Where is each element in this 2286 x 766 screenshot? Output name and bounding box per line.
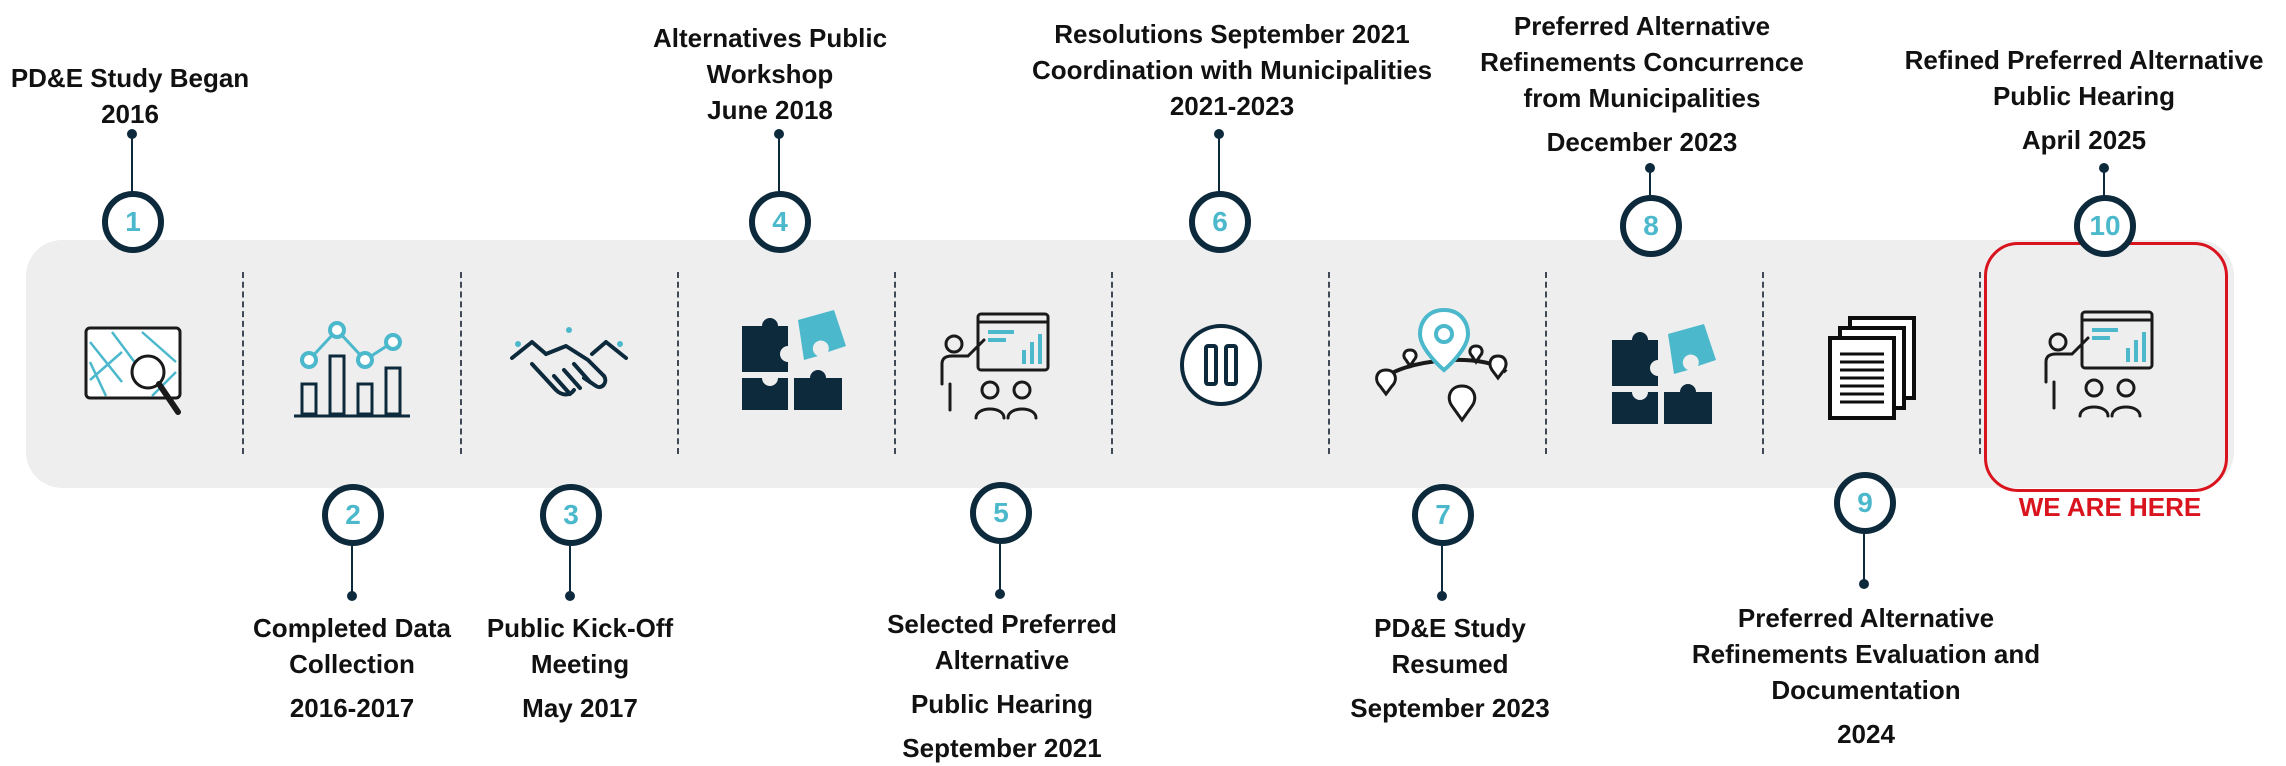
handshake-icon: [510, 327, 628, 397]
presentation-icon: [2044, 310, 2154, 418]
timeline-divider: [677, 272, 679, 454]
connector-line: [1218, 134, 1220, 192]
milestone-number-6: 6: [1189, 191, 1251, 253]
timeline-divider: [460, 272, 462, 454]
milestone-number-5: 5: [970, 482, 1032, 544]
milestone-number-4: 4: [749, 191, 811, 253]
connector-dot: [347, 591, 357, 601]
connector-line: [1649, 168, 1651, 196]
connector-line: [2103, 168, 2105, 196]
presentation-icon: [940, 312, 1050, 420]
connector-line: [131, 134, 133, 192]
milestone-number-1: 1: [102, 191, 164, 253]
connector-line: [778, 134, 780, 192]
connector-line: [1863, 534, 1865, 584]
puzzle-icon: [1612, 324, 1716, 424]
map-search-icon: [84, 326, 182, 415]
connector-line: [1441, 546, 1443, 596]
connector-line: [351, 546, 353, 596]
timeline-divider: [1762, 272, 1764, 454]
connector-dot: [1859, 579, 1869, 589]
timeline-divider: [242, 272, 244, 454]
documents-icon: [1828, 316, 1916, 420]
puzzle-icon: [742, 310, 846, 410]
we-are-here-label: WE ARE HERE: [2018, 492, 2202, 522]
timeline-divider: [1545, 272, 1547, 454]
bar-chart-icon: [294, 321, 410, 418]
timeline-divider: [1979, 272, 1981, 454]
timeline-divider: [894, 272, 896, 454]
milestone-number-7: 7: [1412, 484, 1474, 546]
connector-line: [569, 546, 571, 596]
connector-dot: [565, 591, 575, 601]
milestone-number-3: 3: [540, 484, 602, 546]
connector-line: [999, 544, 1001, 594]
timeline-divider: [1111, 272, 1113, 454]
milestone-number-10: 10: [2074, 195, 2136, 257]
milestone-number-2: 2: [322, 484, 384, 546]
connector-dot: [1437, 591, 1447, 601]
milestone-number-8: 8: [1620, 195, 1682, 257]
pause-icon: [1180, 324, 1262, 406]
milestone-number-9: 9: [1834, 472, 1896, 534]
connector-dot: [995, 589, 1005, 599]
location-network-icon: [1375, 307, 1508, 423]
timeline-divider: [1328, 272, 1330, 454]
